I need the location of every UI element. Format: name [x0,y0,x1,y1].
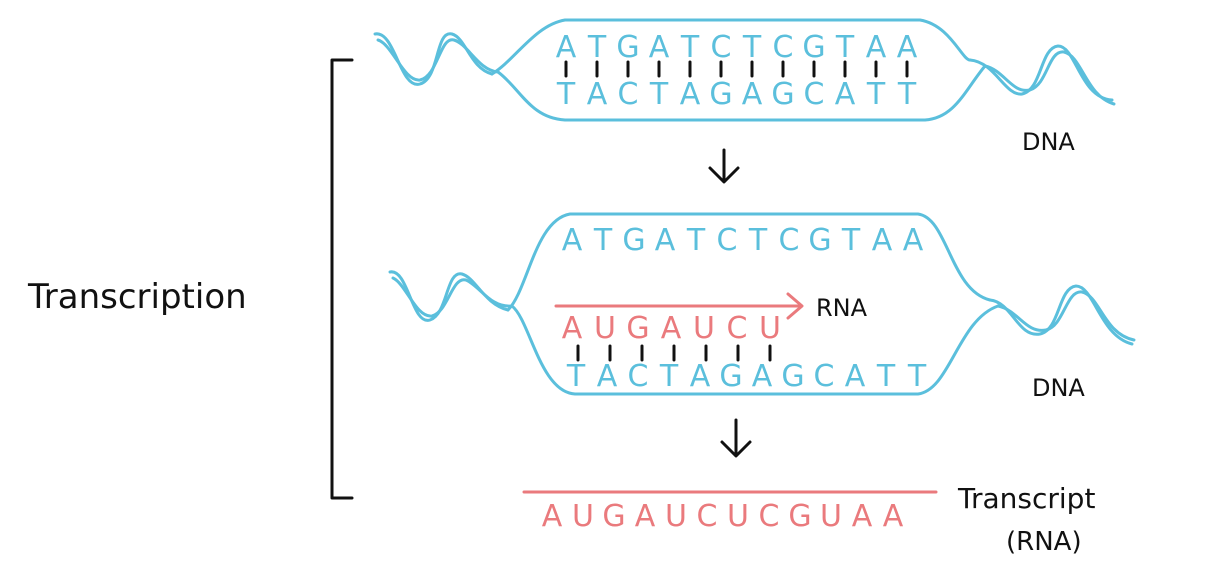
dna1-bottom-base: G [771,77,794,112]
dna1-bottom-base: T [866,77,886,112]
transcription-label: Transcription [27,277,247,317]
dna2-top-base: C [779,223,800,258]
dna2-top-base: T [748,223,768,258]
dna1-right-helix-a [968,44,1114,102]
dna1-bottom-base: G [709,77,732,112]
dna2-bottom-base: T [566,359,586,394]
bracket [330,58,354,500]
dna1-bottom-base: A [680,77,701,112]
dna2-rna-base: A [661,311,682,346]
transcript-base: U [572,499,594,534]
dna1-base-pair-ticks [564,60,909,78]
dna2-rna-base: C [727,311,748,346]
transcript-sublabel: (RNA) [1006,527,1082,557]
dna1-top-base: A [556,30,577,65]
dna2-rna-base: U [693,311,715,346]
dna2-bottom-base: A [690,359,711,394]
transcript-base: C [697,499,718,534]
dna2-top-base: T [686,223,706,258]
dna2-left-helix-b [391,276,514,318]
dna1-top-base: A [649,30,670,65]
transcript-base: G [788,499,811,534]
dna1-top-base: G [616,30,639,65]
dna-double-helix-2 [388,212,1136,396]
dna1-bottom-base: T [556,77,576,112]
dna2-top-base: T [841,223,861,258]
dna1-top-base: T [742,30,762,65]
dna2-top-base: C [717,223,738,258]
dna1-bottom-base: T [649,77,669,112]
dna2-bottom-base: G [719,359,742,394]
dna2-bottom-base: A [752,359,773,394]
dna2-right-helix-a [988,284,1134,346]
dna2-bottom-base: T [876,359,896,394]
dna1-left-helix-b [376,38,500,82]
dna1-right-helix-b [983,50,1116,106]
rna-direction-arrow [554,292,804,320]
transcript-base: U [820,499,842,534]
dna2-top-base: A [872,223,893,258]
dna2-base-pair-ticks [576,344,772,362]
dna2-top-base: A [903,223,924,258]
down-arrow-2 [720,418,752,458]
dna1-top-base: T [835,30,855,65]
dna2-rna-base: U [594,311,616,346]
dna2-bottom-base: G [781,359,804,394]
dna-double-helix-1 [373,18,1116,122]
transcript-base: A [635,499,656,534]
dna2-top-base: T [593,223,613,258]
transcript-base: A [852,499,873,534]
dna2-top-base: G [622,223,645,258]
dna1-bubble-top [490,18,972,76]
dna1-bottom-base: A [835,77,856,112]
dna1-bottom-base: T [897,77,917,112]
dna1-top-base: C [773,30,794,65]
dna1-bottom-base: A [587,77,608,112]
transcript-base: A [883,499,904,534]
dna1-bottom-base: C [804,77,825,112]
dna2-top-base: G [808,223,831,258]
dna2-rna-base: U [759,311,781,346]
rna-arrow-label: RNA [816,294,868,322]
dna2-top-base: A [562,223,583,258]
dna1-top-base: T [587,30,607,65]
dna1-bubble-bottom [496,64,987,122]
dna1-top-base: A [897,30,918,65]
dna-label-top: DNA [1022,128,1075,156]
dna1-top-base: T [680,30,700,65]
dna1-bottom-base: A [742,77,763,112]
dna-label-bottom: DNA [1032,374,1085,402]
transcript-label: Transcript [957,482,1095,515]
transcript-base: C [759,499,780,534]
dna2-bubble-top [506,212,992,312]
transcript-base: G [602,499,625,534]
dna2-bottom-base: T [659,359,679,394]
dna2-bottom-base: C [628,359,649,394]
transcript-base: U [665,499,687,534]
dna1-top-base: G [802,30,825,65]
dna2-right-helix-b [996,290,1136,342]
dna2-bottom-base: A [845,359,866,394]
transcript-base: A [542,499,563,534]
dna1-top-base: C [711,30,732,65]
dna2-bottom-base: A [597,359,618,394]
transcript-base: U [727,499,749,534]
dna1-bottom-base: C [618,77,639,112]
dna2-bottom-base: C [814,359,835,394]
dna2-rna-base: G [626,311,649,346]
down-arrow-1 [708,148,740,184]
dna2-bottom-base: T [907,359,927,394]
dna2-bubble-bottom [510,304,1000,396]
dna2-rna-base: A [562,311,583,346]
dna2-top-base: A [655,223,676,258]
dna1-top-base: A [866,30,887,65]
